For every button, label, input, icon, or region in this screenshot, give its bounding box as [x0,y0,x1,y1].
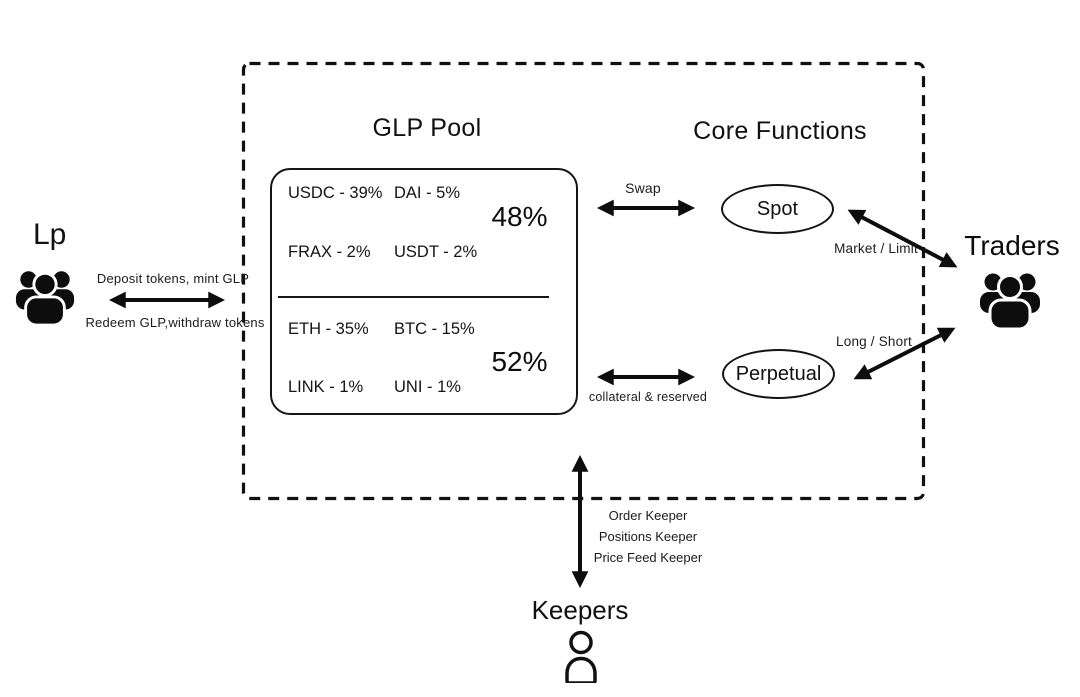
perpetual-node-label: Perpetual [735,362,822,385]
pool-token: LINK - 1% [288,378,364,396]
keepers-label: Keepers [531,595,629,625]
collateral-edge-label: collateral & reserved [588,390,708,404]
glp-pool-title: GLP Pool [372,114,482,142]
volatile-share-value: 52% [491,346,548,377]
market-limit-arrow [847,209,958,268]
lp-users-group-icon [15,271,75,327]
pool-token: FRAX - 2% [288,243,371,261]
keeper-role: Price Feed Keeper [593,550,703,565]
keeper-role: Positions Keeper [598,529,698,544]
pool-token: BTC - 15% [394,320,475,338]
deposit-edge-label: Deposit tokens, mint GLP [96,271,250,286]
market-limit-edge-label: Market / Limit [834,241,918,256]
swap-edge-label: Swap [625,180,661,196]
long-short-arrow [853,327,956,380]
spot-node: Spot [721,184,834,234]
pool-token: ETH - 35% [288,320,369,338]
traders-label: Traders [964,230,1060,261]
pool-sections-divider [278,296,549,298]
spot-node-label: Spot [756,197,799,220]
keeper-role: Order Keeper [608,508,688,523]
pool-token: DAI - 5% [394,184,461,202]
pool-token: USDC - 39% [288,184,383,202]
pool-token: UNI - 1% [394,378,461,396]
redeem-edge-label: Redeem GLP,withdraw tokens [85,315,265,330]
lp-label: Lp [33,218,67,251]
protocol-boundary-dashed-box [241,61,926,501]
glp-pool-box: USDC - 39% DAI - 5% 48% FRAX - 2% USDT -… [270,168,578,415]
long-short-edge-label: Long / Short [836,334,912,349]
keepers-person-icon [565,630,597,683]
keeper-roles-list: Order Keeper Positions Keeper Price Feed… [594,505,702,568]
stable-share-value: 48% [491,201,548,232]
traders-users-group-icon [980,273,1040,331]
perpetual-node: Perpetual [722,349,835,399]
pool-token: USDT - 2% [394,243,478,261]
core-functions-title: Core Functions [693,117,867,145]
